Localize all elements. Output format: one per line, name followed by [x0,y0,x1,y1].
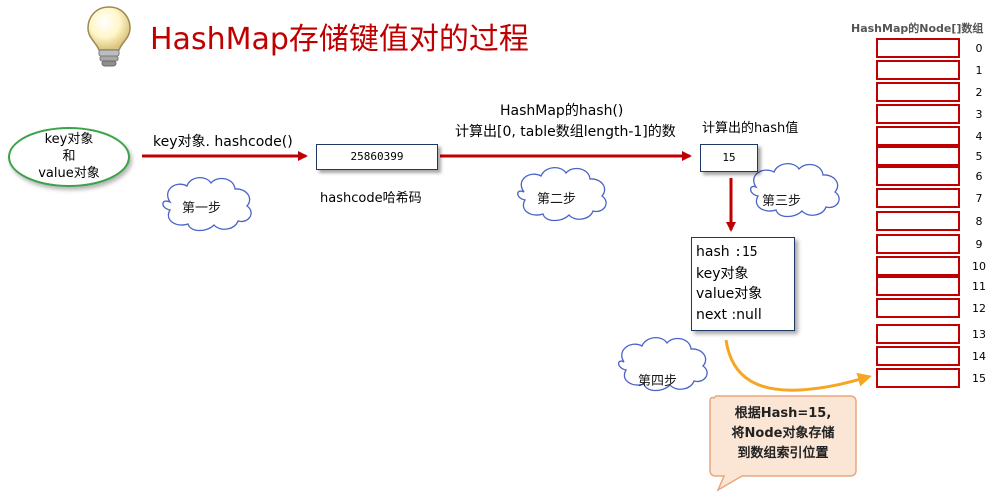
hashcode-caption: hashcode哈希码 [320,191,422,206]
source-oval: key对象 和 value对象 [8,127,130,187]
node-next-key: next [696,306,728,323]
hashcode-box: 25860399 [316,144,438,170]
array-cell [876,211,960,231]
array-index-label: 12 [972,302,986,315]
array-index-label: 7 [975,192,983,205]
array-index-label: 0 [975,42,983,55]
array-index-label: 10 [972,260,986,273]
step4-curve [724,339,872,392]
node-hash-row: hash :15 [696,242,794,264]
source-line2: 和 [62,149,76,164]
array-cell [876,166,960,186]
node-object-box: hash :15 key对象 value对象 next :null [691,237,795,331]
array-cell [876,368,960,388]
array-cell [876,346,960,366]
array-index-label: 3 [975,108,983,121]
array-index-label: 15 [972,372,986,385]
callout-text: 根据Hash=15, 将Node对象存储 到数组索引位置 [712,404,854,464]
callout-bubble [709,395,857,492]
cloud-step4 [617,337,708,392]
source-line1: key对象 [44,132,94,147]
array-cell [876,146,960,166]
node-key-row: key对象 [696,265,749,282]
array-index-label: 9 [975,238,983,251]
node-value-row: value对象 [696,286,763,302]
cloud-step2 [517,167,607,222]
node-hash-value: :15 [734,245,758,260]
array-cell [876,276,960,296]
array-cell [876,82,960,102]
array-index-label: 2 [975,86,983,99]
step3-cloud-label: 第三步 [762,194,802,209]
array-cell [876,38,960,58]
cloud-step3 [749,163,840,218]
callout-line3: 到数组索引位置 [737,446,829,461]
step1-cloud-label: 第一步 [182,201,222,216]
node-next-value: :null [731,306,762,323]
array-index-label: 8 [975,215,983,228]
node-array [876,38,960,388]
hash-value-box: 15 [700,144,758,172]
array-index-label: 14 [972,350,986,363]
step2-label-line2: 计算出[0, table数组length-1]的数 [455,124,676,140]
node-next-row: next :null [696,305,794,326]
array-cell [876,104,960,124]
cloud-step1 [162,177,252,232]
array-index-label: 4 [975,130,983,143]
step2-cloud-label: 第二步 [537,192,577,207]
hash-result-caption: 计算出的hash值 [702,121,799,136]
array-cell [876,298,960,318]
step1-label: key对象. hashcode() [153,134,293,150]
page-title: HashMap存储键值对的过程 [150,22,529,57]
callout-line2: 将Node对象存储 [731,426,835,441]
array-cell [876,126,960,146]
array-cell [876,234,960,254]
step4-cloud-label: 第四步 [638,374,678,389]
node-hash-key: hash [696,244,730,260]
array-index-label: 1 [975,64,983,77]
array-cell [876,256,960,276]
array-cell [876,60,960,80]
array-title: HashMap的Node[]数组 [851,22,984,35]
step2-label-line1: HashMap的hash() [500,103,624,119]
source-line3: value对象 [38,166,100,181]
array-index-label: 5 [975,150,983,163]
array-cell [876,324,960,344]
callout-line1: 根据Hash=15, [734,406,832,421]
array-cell [876,188,960,208]
array-index-label: 6 [975,170,983,183]
array-index-label: 11 [972,280,986,293]
lightbulb-icon [87,6,131,67]
array-index-label: 13 [972,328,986,341]
